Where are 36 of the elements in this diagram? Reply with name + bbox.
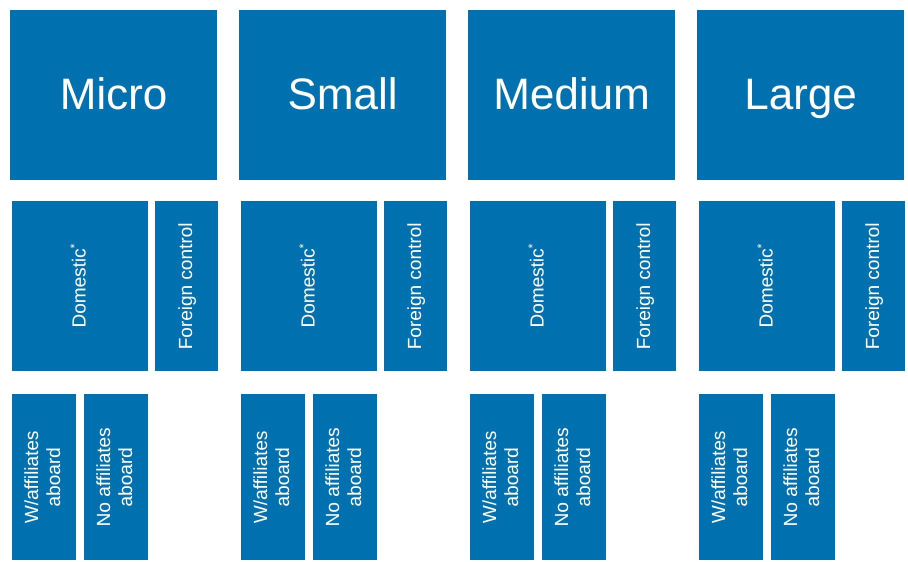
category-label: W/affiliates aboard — [22, 430, 66, 526]
category-label: Foreign control — [634, 222, 656, 352]
category-label: No affiliates aboard — [552, 426, 596, 528]
category-box — [699, 394, 763, 560]
category-label: No affiliates aboard — [781, 426, 825, 528]
category-box — [155, 201, 218, 371]
category-box — [613, 201, 676, 371]
category-box — [771, 394, 835, 560]
category-label: W/affiliates aboard — [251, 430, 295, 526]
category-box — [470, 394, 534, 560]
category-box — [699, 201, 835, 371]
category-box — [468, 10, 675, 180]
category-label: No affiliates aboard — [323, 426, 367, 528]
category-label: Foreign control — [862, 222, 884, 352]
category-box — [542, 394, 606, 560]
category-box — [313, 394, 377, 560]
category-box — [697, 10, 904, 180]
category-box — [239, 10, 446, 180]
category-label: W/affiliates aboard — [709, 430, 753, 526]
category-label: No affiliates aboard — [94, 426, 138, 528]
category-box — [12, 394, 76, 560]
category-label: Foreign control — [404, 222, 426, 352]
category-title: Medium — [493, 70, 650, 120]
category-box — [384, 201, 447, 371]
category-box — [241, 201, 377, 371]
category-label: Foreign control — [176, 222, 198, 352]
category-title: Large — [744, 70, 857, 120]
category-title: Small — [287, 70, 398, 120]
category-box — [241, 394, 305, 560]
category-box — [84, 394, 148, 560]
category-box — [12, 201, 148, 371]
category-label: W/affiliates aboard — [480, 430, 524, 526]
category-title: Micro — [60, 70, 168, 120]
category-box — [470, 201, 606, 371]
category-box — [842, 201, 905, 371]
category-box — [10, 10, 217, 180]
